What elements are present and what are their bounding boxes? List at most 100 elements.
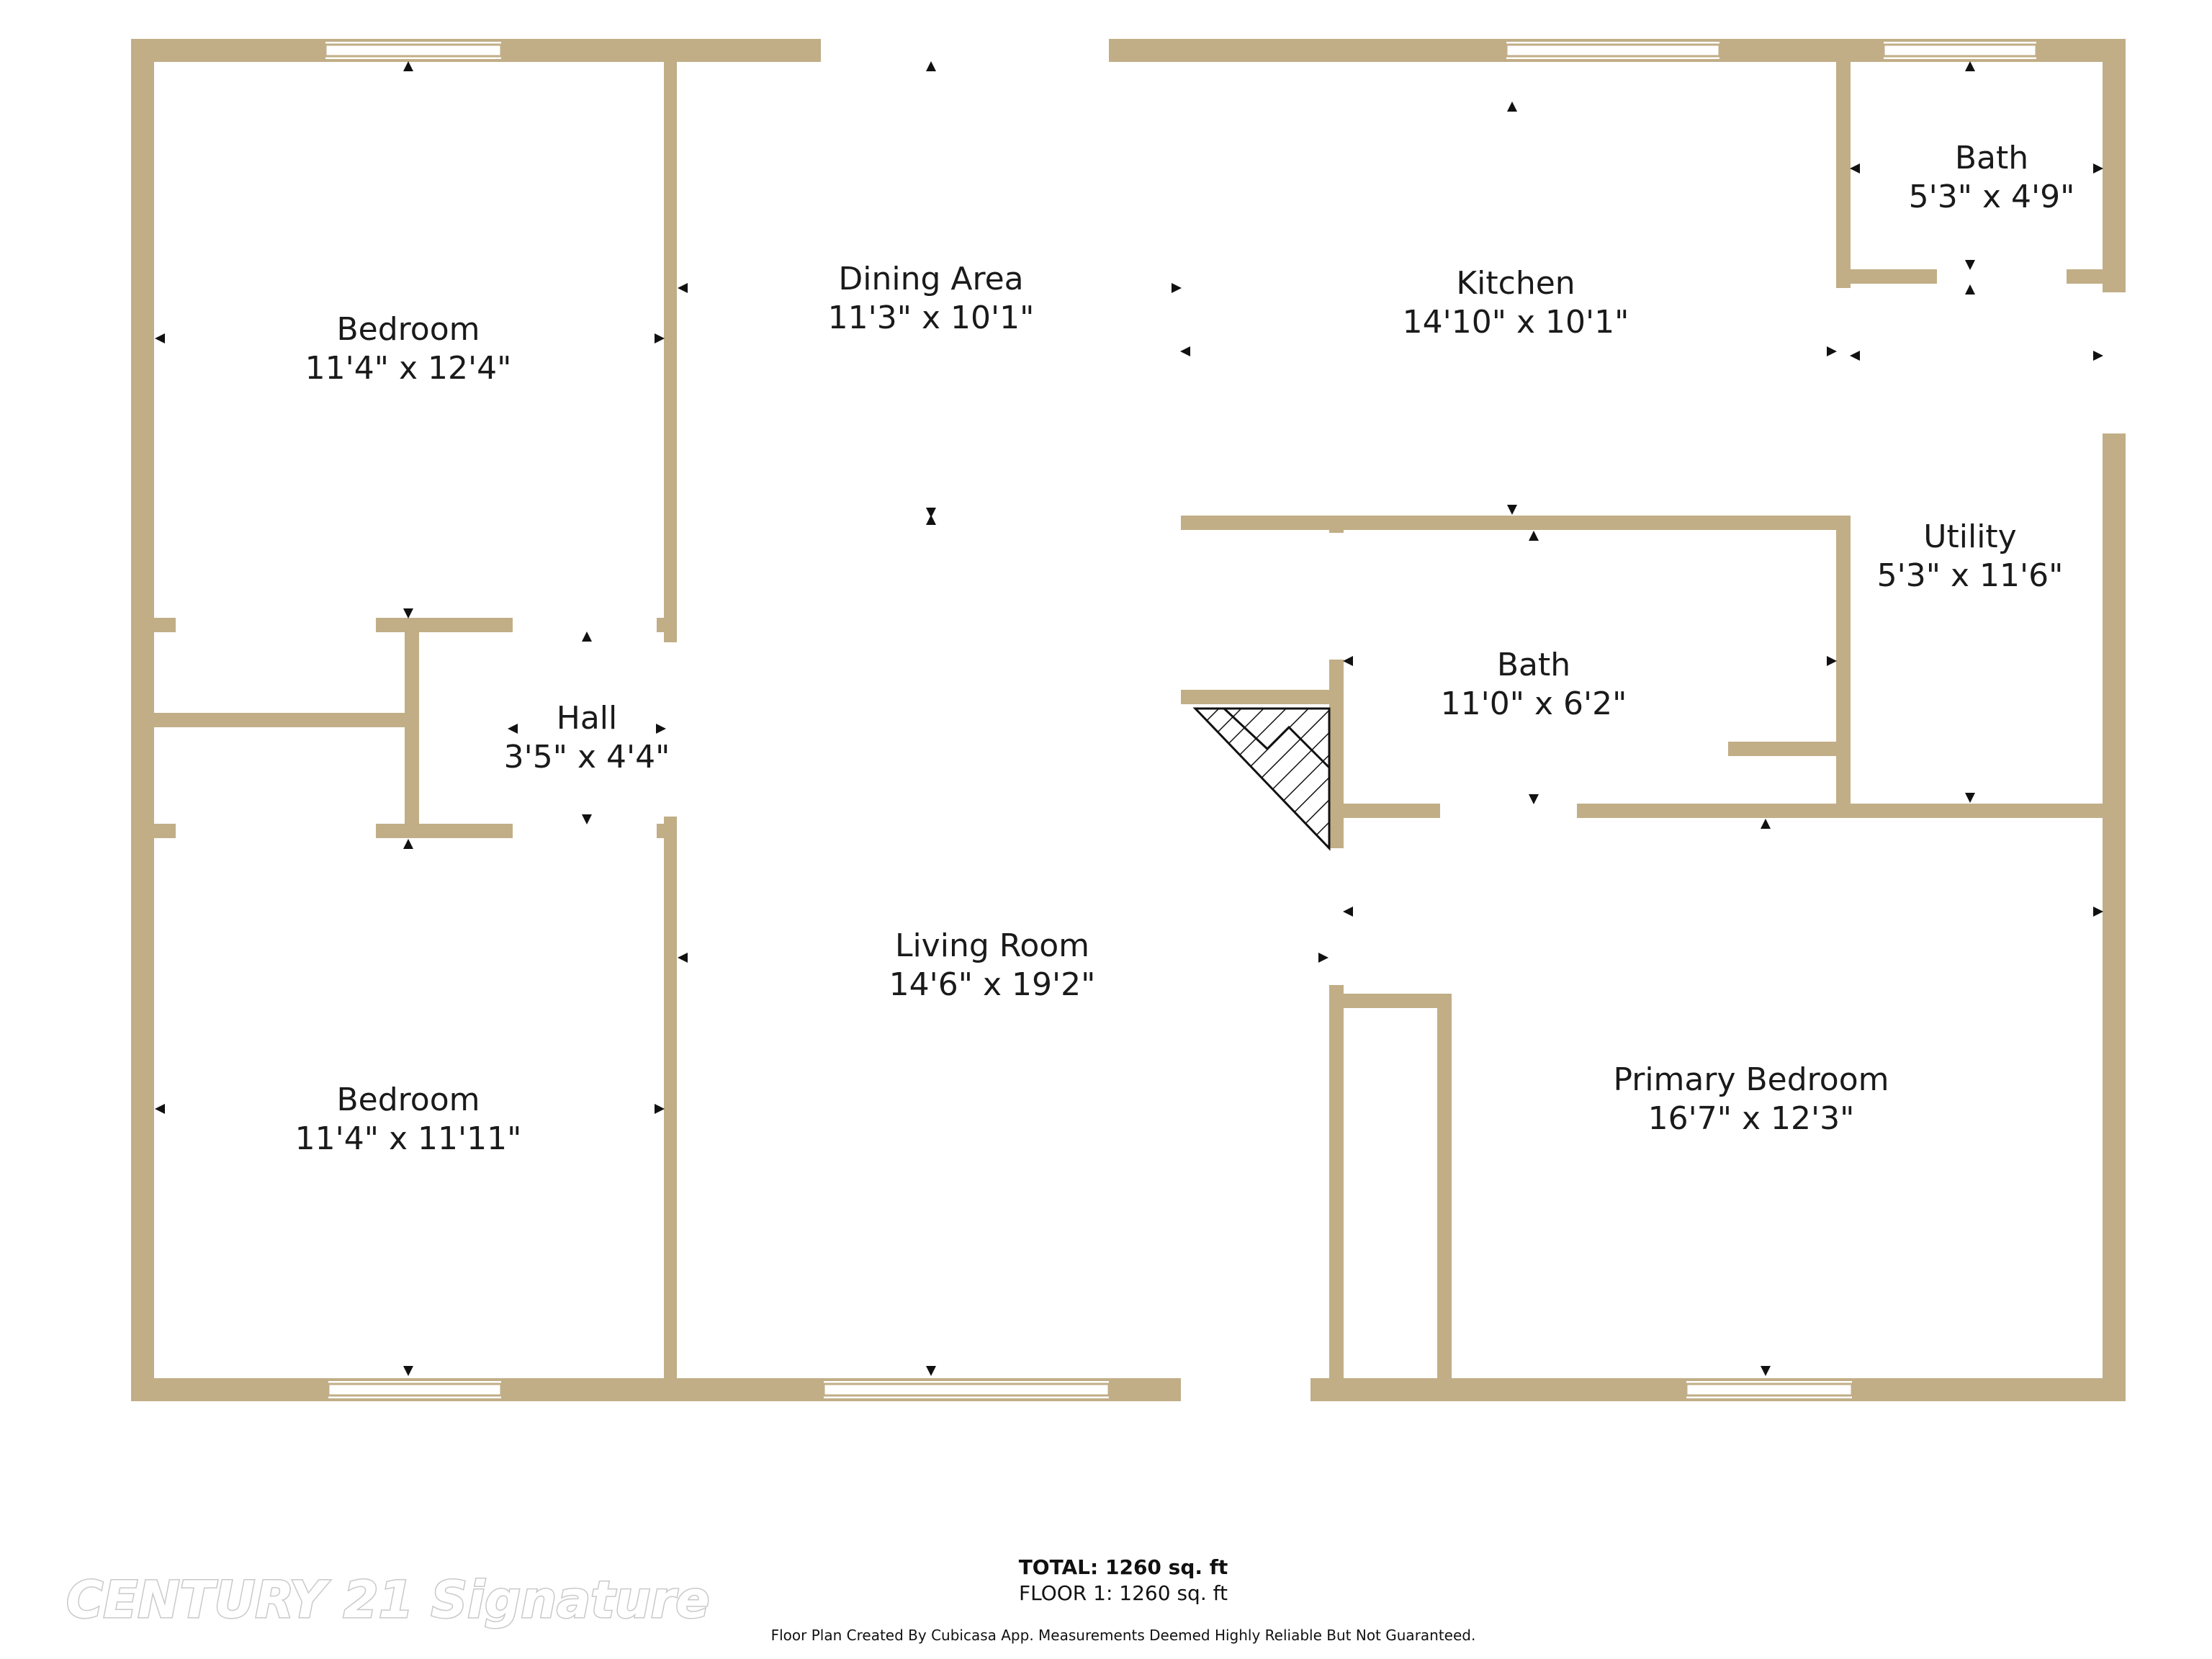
dimension-marker — [2093, 163, 2103, 174]
room-dining-area: Dining Area 11'3" x 10'1" — [828, 261, 1035, 336]
window-frame — [324, 43, 503, 58]
dimension-marker — [1850, 351, 1860, 361]
dimension-marker — [1507, 102, 1517, 112]
wall-segment — [1836, 530, 1851, 818]
room-bath: Bath 11'0" x 6'2" — [1441, 647, 1627, 722]
dimension-marker — [1529, 794, 1539, 804]
dimension-marker — [2093, 351, 2103, 361]
room-size: 11'0" x 6'2" — [1441, 685, 1627, 722]
room-size: 11'4" x 12'4" — [305, 350, 512, 387]
dimension-marker — [1761, 1366, 1771, 1376]
wall-segment — [1329, 994, 1452, 1008]
dimension-marker — [926, 515, 936, 525]
dimension-marker — [926, 508, 936, 518]
opening — [1329, 533, 1344, 660]
dimension-marker — [1507, 505, 1517, 515]
window-frame — [1882, 43, 2038, 58]
dimension-marker — [582, 814, 592, 824]
opening — [1181, 1378, 1310, 1401]
room-living-room: Living Room 14'6" x 19'2" — [889, 927, 1096, 1003]
dimension-marker — [678, 953, 688, 963]
dimension-marker — [1965, 260, 1975, 270]
wall-segment — [154, 713, 418, 727]
wall-segment — [2103, 39, 2126, 1401]
dimension-marker — [1850, 163, 1860, 174]
dimension-marker — [155, 333, 165, 343]
wall-segment — [1181, 516, 1851, 530]
room-name: Hall — [557, 700, 618, 737]
opening — [821, 39, 1109, 62]
dimension-marker — [656, 724, 666, 734]
walls — [131, 39, 2126, 1401]
dimension-marker — [926, 1366, 936, 1376]
wall-segment — [131, 39, 154, 1401]
dimension-marker — [155, 1104, 165, 1114]
window-frame — [1505, 43, 1721, 58]
window-frame — [327, 1382, 503, 1397]
room-size: 3'5" x 4'4" — [504, 739, 670, 775]
dimension-marker — [1343, 907, 1353, 917]
room-name: Bath — [1955, 140, 2028, 176]
room-name: Bath — [1497, 647, 1570, 683]
dimension-marker — [1965, 793, 1975, 803]
opening — [176, 618, 376, 632]
dimension-marker — [1180, 346, 1190, 356]
century21-logo: CENTURY 21 Signature — [66, 1570, 710, 1629]
dimension-marker — [1318, 953, 1328, 963]
wall-segment — [1728, 742, 1836, 756]
window-frame — [822, 1382, 1110, 1397]
dimension-marker — [1965, 61, 1975, 71]
dimension-marker — [1529, 531, 1539, 541]
dimension-marker — [2093, 907, 2103, 917]
room-name: Living Room — [895, 927, 1089, 964]
wall-segment — [1836, 62, 1851, 288]
room-labels: Bedroom 11'4" x 12'4" Bedroom 11'4" x 11… — [295, 140, 2075, 1157]
opening — [1440, 804, 1577, 818]
room-size: 11'4" x 11'11" — [295, 1120, 522, 1157]
dimension-marker — [403, 839, 413, 849]
dimension-marker — [403, 1366, 413, 1376]
room-bedroom-1: Bedroom 11'4" x 12'4" — [305, 311, 512, 387]
dimension-marker — [508, 724, 518, 734]
dimension-marker — [403, 608, 413, 619]
room-name: Bedroom — [336, 311, 480, 348]
window-frame — [1685, 1382, 1853, 1397]
room-size: 14'6" x 19'2" — [889, 966, 1096, 1003]
opening — [664, 642, 677, 817]
floor-area: FLOOR 1: 1260 sq. ft — [1019, 1581, 1228, 1605]
room-bedroom-2: Bedroom 11'4" x 11'11" — [295, 1082, 522, 1157]
dimension-marker — [1827, 346, 1837, 356]
room-bath-small: Bath 5'3" x 4'9" — [1909, 140, 2075, 215]
room-size: 16'7" x 12'3" — [1648, 1100, 1855, 1137]
wall-segment — [405, 618, 419, 838]
dimension-marker — [582, 631, 592, 642]
opening — [1329, 848, 1344, 985]
room-name: Primary Bedroom — [1613, 1061, 1889, 1098]
room-size: 14'10" x 10'1" — [1403, 304, 1629, 341]
dimension-marker — [403, 61, 413, 71]
opening — [1836, 317, 1851, 418]
room-primary-bedroom: Primary Bedroom 16'7" x 12'3" — [1613, 1061, 1889, 1137]
room-hall: Hall 3'5" x 4'4" — [504, 700, 670, 775]
dimension-markers — [155, 61, 2103, 1376]
opening — [513, 618, 657, 632]
opening — [2103, 292, 2126, 433]
room-size: 5'3" x 4'9" — [1909, 179, 2075, 215]
room-name: Kitchen — [1456, 265, 1575, 302]
wall-segment — [1437, 994, 1452, 1378]
dimension-marker — [655, 333, 665, 343]
wall-segment — [1181, 690, 1332, 704]
disclaimer-text: Floor Plan Created By Cubicasa App. Meas… — [771, 1627, 1476, 1644]
dimension-marker — [1965, 284, 1975, 295]
room-name: Utility — [1923, 518, 2016, 555]
stairs — [1192, 707, 1331, 851]
dimension-marker — [926, 61, 936, 71]
dimension-marker — [1172, 283, 1182, 293]
opening — [176, 824, 376, 838]
room-kitchen: Kitchen 14'10" x 10'1" — [1403, 265, 1629, 341]
openings — [176, 39, 2126, 1401]
room-size: 5'3" x 11'6" — [1877, 557, 2064, 594]
dimension-marker — [655, 1104, 665, 1114]
dimension-marker — [1343, 656, 1353, 666]
room-utility: Utility 5'3" x 11'6" — [1877, 518, 2064, 594]
